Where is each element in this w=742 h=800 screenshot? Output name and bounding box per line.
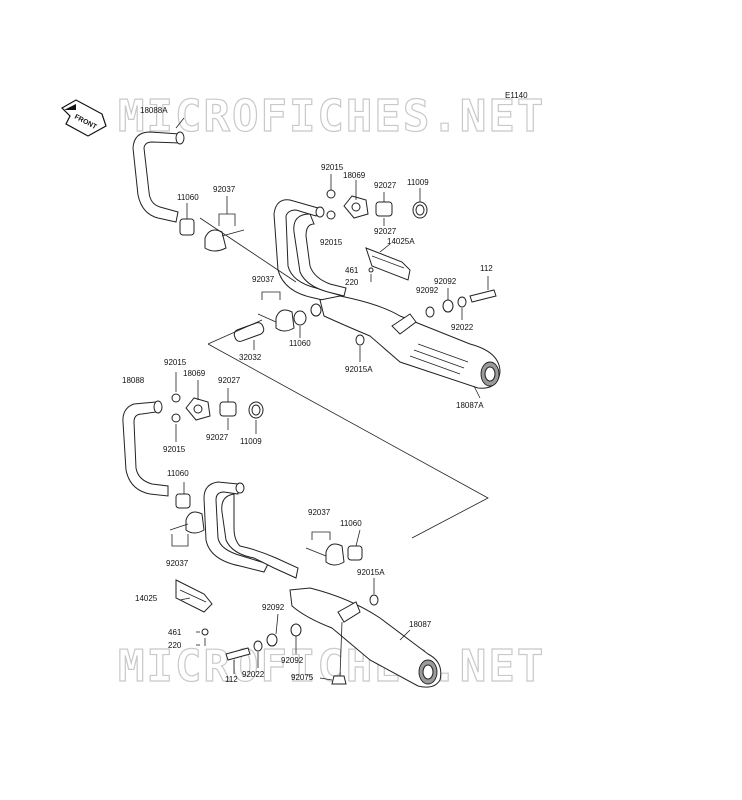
bolt-112-a (469, 289, 497, 303)
label-92092-a: 92092 (434, 277, 457, 286)
washer-92022-b (253, 640, 263, 652)
nut-92075 (331, 675, 347, 685)
upper-assembly (132, 131, 501, 389)
clamp-92037-d (325, 543, 345, 566)
nut-92015-a (326, 189, 336, 199)
part-labels: 18088A 11060 92037 92015 18069 92027 110… (122, 106, 493, 684)
connector-lines (207, 319, 263, 345)
label-461-a: 461 (345, 266, 359, 275)
nut-92015-d (171, 413, 181, 423)
clamp-92037-c (185, 511, 205, 534)
leader-lines (175, 117, 489, 681)
label-92092-b: 92092 (416, 286, 439, 295)
nut-92015-b (326, 210, 336, 220)
label-14025: 14025 (135, 594, 158, 603)
label-92015A-b: 92015A (357, 568, 385, 577)
label-92037-c: 92037 (166, 559, 189, 568)
collar-92027-a (375, 201, 393, 217)
watermark-top: MICROFICHES.NET (118, 91, 545, 142)
label-92022-b: 92022 (242, 670, 265, 679)
nut-92015A-b (369, 594, 379, 606)
label-18087: 18087 (409, 620, 432, 629)
nut-92015-c (171, 393, 181, 403)
joint-pipe-32032 (233, 322, 265, 342)
label-32032: 32032 (239, 353, 262, 362)
header-pipe-18088A (132, 131, 181, 223)
nut-92015A-a (355, 334, 365, 346)
gasket-11060-a (179, 218, 195, 236)
watermark-bottom: MICROFICHES.NET (118, 641, 545, 692)
label-92015-b: 92015 (320, 238, 343, 247)
label-92037-d: 92037 (308, 508, 331, 517)
label-92027-d: 92027 (206, 433, 229, 442)
clamp-92037-a (204, 229, 227, 252)
label-92027-c: 92027 (218, 376, 241, 385)
label-11060-d: 11060 (340, 519, 362, 528)
bracket-14025 (175, 579, 213, 613)
label-220-a: 220 (345, 278, 359, 287)
bolt-112-b (225, 647, 251, 661)
clamp-92037-b (275, 309, 295, 332)
label-18087A: 18087A (456, 401, 484, 410)
label-92027-a: 92027 (374, 181, 397, 190)
label-461-b: 461 (168, 628, 182, 637)
washer-92022-a (457, 296, 467, 308)
label-18088A: 18088A (140, 106, 168, 115)
washer-92092-c (266, 633, 278, 647)
label-18069-b: 18069 (183, 369, 206, 378)
lower-assembly (122, 393, 442, 688)
label-11009-b: 11009 (240, 437, 262, 446)
bracket-14025A (365, 247, 411, 281)
label-92037-b: 92037 (252, 275, 275, 284)
label-92015-d: 92015 (163, 445, 186, 454)
washer-92092-b (425, 306, 435, 318)
label-92037-a: 92037 (213, 185, 236, 194)
diagram-code: E1140 (505, 91, 528, 100)
label-92092-d: 92092 (281, 656, 304, 665)
label-11009-a: 11009 (407, 178, 429, 187)
label-112-a: 112 (480, 264, 493, 273)
label-11060-b: 11060 (289, 339, 311, 348)
collar-92027-b (219, 401, 237, 417)
gasket-11060-c (175, 493, 191, 509)
washer-92092-d (290, 623, 302, 637)
front-arrow-icon: FRONT (61, 99, 107, 137)
label-18088: 18088 (122, 376, 145, 385)
muffler-18087A (319, 295, 501, 389)
header-pipe-18088 (122, 401, 169, 497)
label-92027-b: 92027 (374, 227, 397, 236)
label-92015A-a: 92015A (345, 365, 373, 374)
label-11060-c: 11060 (167, 469, 189, 478)
label-18069-a: 18069 (343, 171, 366, 180)
label-92015-c: 92015 (164, 358, 187, 367)
label-220-b: 220 (168, 641, 182, 650)
label-92022-a: 92022 (451, 323, 474, 332)
label-92075: 92075 (291, 673, 314, 682)
washer-92092-a (442, 299, 454, 313)
label-92092-c: 92092 (262, 603, 285, 612)
label-92015-a: 92015 (321, 163, 344, 172)
label-11060-a: 11060 (177, 193, 199, 202)
label-112-b: 112 (225, 675, 238, 684)
label-14025A: 14025A (387, 237, 415, 246)
gasket-11060-d (347, 545, 363, 561)
